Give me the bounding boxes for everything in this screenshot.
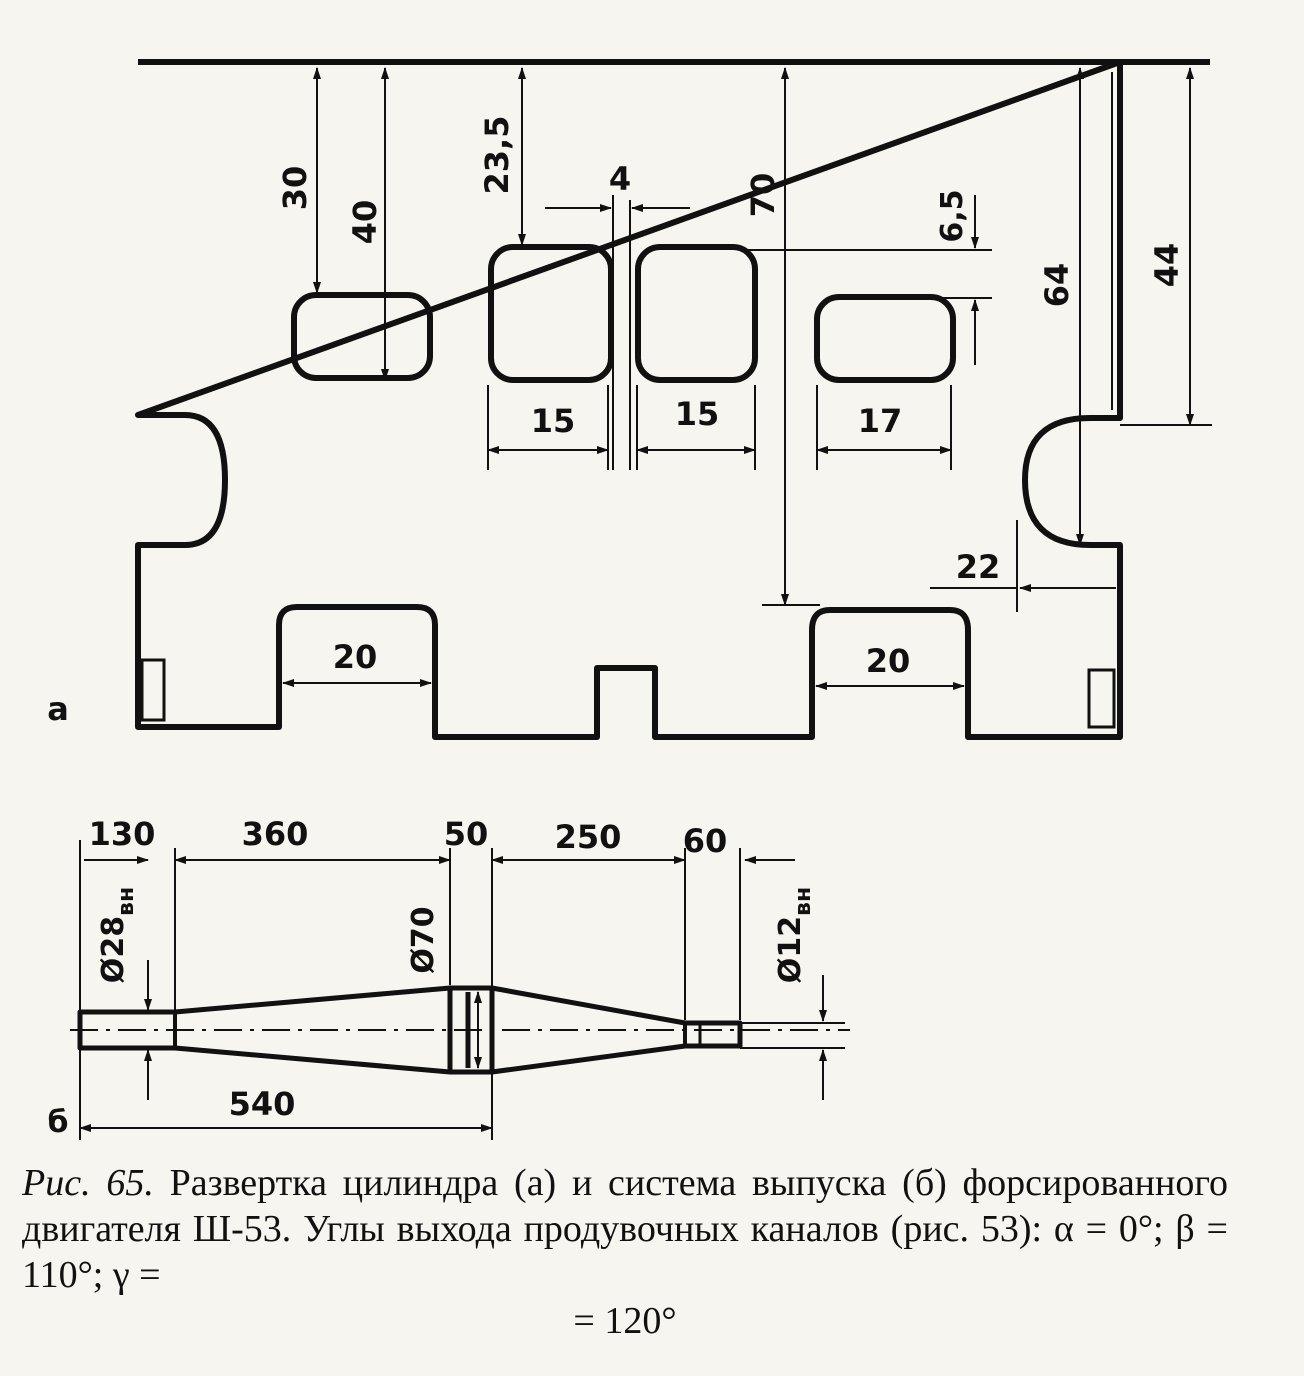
dimension-lines-b <box>70 840 850 1140</box>
dim-label-4: 4 <box>609 160 631 198</box>
caption-text: Развертка цилиндра (а) и система выпуска… <box>22 1162 1228 1296</box>
dim-label-130: 130 <box>89 815 156 853</box>
dim-label-22: 22 <box>956 548 1001 586</box>
dim-label-44: 44 <box>1148 243 1186 288</box>
caption-label: Рис. 65. <box>22 1162 154 1204</box>
dia28-main: Ø28 <box>96 916 131 983</box>
dim-label-20b: 20 <box>866 642 911 680</box>
dim-label-50: 50 <box>444 815 489 853</box>
port-3 <box>635 244 758 383</box>
engine-drawing: 30 40 23,5 4 70 6,5 64 44 15 15 17 22 20… <box>47 59 1212 1140</box>
cylinder-outline <box>135 59 1210 740</box>
port-2 <box>488 244 614 383</box>
part-b-label: б <box>48 1105 69 1140</box>
dia28-sub: вн <box>114 887 139 916</box>
dim-label-60: 60 <box>683 822 728 860</box>
dia12-main: Ø12 <box>773 916 808 983</box>
dim-label-64: 64 <box>1038 263 1076 308</box>
dim-label-30: 30 <box>276 166 314 211</box>
exhaust-system: 130 360 50 250 60 540 Ø28вн Ø70 Ø12вн б <box>48 815 850 1140</box>
port-1 <box>291 292 433 381</box>
dim-label-250: 250 <box>555 818 622 856</box>
svg-text:Ø28вн: Ø28вн <box>96 887 139 983</box>
dim-label-dia28: Ø28вн <box>96 887 139 983</box>
dim-label-15b: 15 <box>675 395 720 433</box>
dim-label-70: 70 <box>744 173 782 218</box>
dim-label-17: 17 <box>858 402 903 440</box>
port-4 <box>814 294 956 383</box>
dim-label-23-5: 23,5 <box>478 116 516 195</box>
dia12-sub: вн <box>791 887 816 916</box>
caption-last-line: = 120° <box>573 1300 677 1342</box>
svg-text:Ø12вн: Ø12вн <box>773 887 816 983</box>
dim-label-360: 360 <box>242 815 309 853</box>
dim-label-6-5: 6,5 <box>935 189 970 242</box>
dim-label-dia70: Ø70 <box>406 906 441 973</box>
figure-caption: Рис. 65. Развертка цилиндра (а) и систем… <box>22 1160 1228 1344</box>
dim-label-540: 540 <box>229 1085 296 1123</box>
dim-label-20a: 20 <box>333 638 378 676</box>
cylinder-development: 30 40 23,5 4 70 6,5 64 44 15 15 17 22 20… <box>47 59 1212 740</box>
part-a-label: а <box>47 690 69 728</box>
dim-label-dia12: Ø12вн <box>773 887 816 983</box>
dim-label-40: 40 <box>346 200 384 245</box>
corner-notch-right <box>1087 668 1116 729</box>
corner-notch-left <box>140 658 166 722</box>
dimension-lines-a <box>282 67 1212 690</box>
dim-label-15a: 15 <box>531 402 576 440</box>
